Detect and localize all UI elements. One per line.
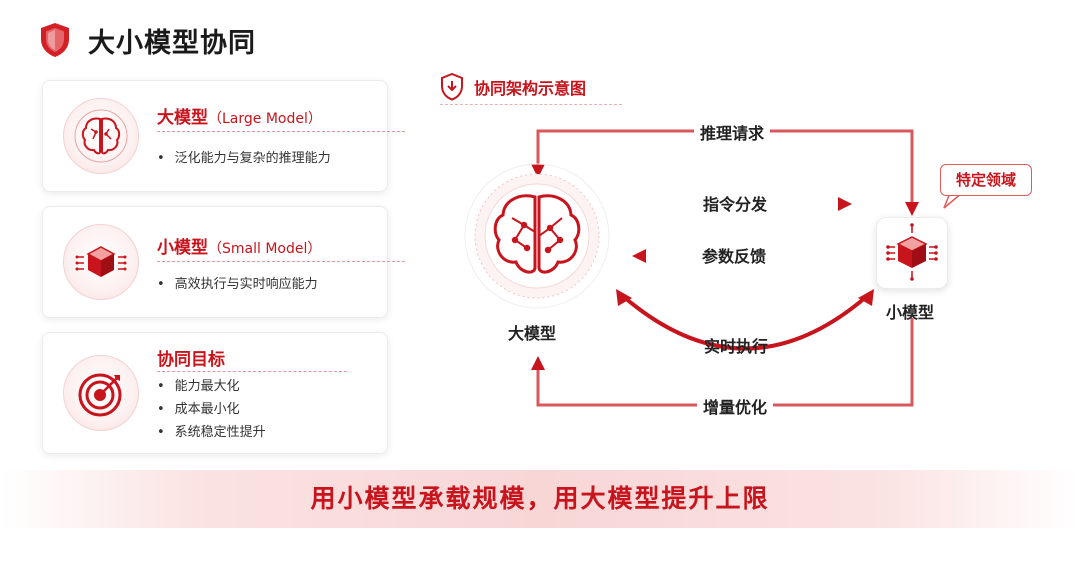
flow-label-feedback: 参数反馈	[696, 243, 773, 267]
shield-icon	[441, 73, 463, 101]
summary-banner: 用小模型承载规模，用大模型提升上限	[0, 470, 1080, 528]
flow-label-dispatch: 指令分发	[697, 191, 774, 215]
large-model-label: 大模型	[508, 324, 557, 343]
shield-icon	[41, 23, 69, 57]
page-title: 大小模型协同	[88, 27, 256, 59]
target-icon	[63, 355, 139, 431]
flow-label-optimize: 增量优化	[697, 394, 774, 418]
banner-text: 用小模型承载规模，用大模型提升上限	[310, 484, 770, 513]
large-model-card: 大模型（Large Model） 泛化能力与复杂的推理能力	[42, 80, 405, 192]
list-item: 高效执行与实时响应能力	[157, 273, 318, 296]
realtime-arrow	[622, 295, 868, 351]
bullet-list: 泛化能力与复杂的推理能力	[157, 147, 331, 170]
large-model-brain-icon	[464, 163, 610, 309]
small-model-label: 小模型	[886, 303, 935, 322]
optimize-arrow	[536, 318, 914, 407]
list-item: 泛化能力与复杂的推理能力	[157, 147, 331, 170]
divider	[157, 131, 405, 132]
card-title: 小模型（Small Model）	[157, 238, 322, 258]
bullet-list: 高效执行与实时响应能力	[157, 273, 318, 296]
small-model-node	[876, 217, 948, 289]
list-item: 能力最大化	[157, 375, 266, 398]
header: 大小模型协同	[38, 20, 256, 60]
goal-card: 协同目标 能力最大化 成本最小化 系统稳定性提升	[42, 332, 388, 454]
brain-icon	[63, 98, 139, 174]
flow-label-request: 推理请求	[694, 120, 771, 144]
diagram-header: 协同架构示意图	[440, 73, 586, 101]
list-item: 成本最小化	[157, 398, 266, 421]
divider	[157, 371, 347, 372]
card-title: 协同目标	[157, 350, 225, 370]
cube-icon	[63, 224, 139, 300]
divider	[440, 104, 622, 105]
divider	[157, 261, 405, 262]
cube-icon	[886, 223, 938, 281]
card-title: 大模型（Large Model）	[157, 108, 322, 128]
flow-label-realtime: 实时执行	[704, 337, 769, 356]
domain-callout: 特定领域	[940, 164, 1032, 196]
diagram-title: 协同架构示意图	[474, 79, 587, 98]
list-item: 系统稳定性提升	[157, 421, 266, 444]
bullet-list: 能力最大化 成本最小化 系统稳定性提升	[157, 375, 266, 444]
small-model-card: 小模型（Small Model） 高效执行与实时响应能力	[42, 206, 405, 318]
